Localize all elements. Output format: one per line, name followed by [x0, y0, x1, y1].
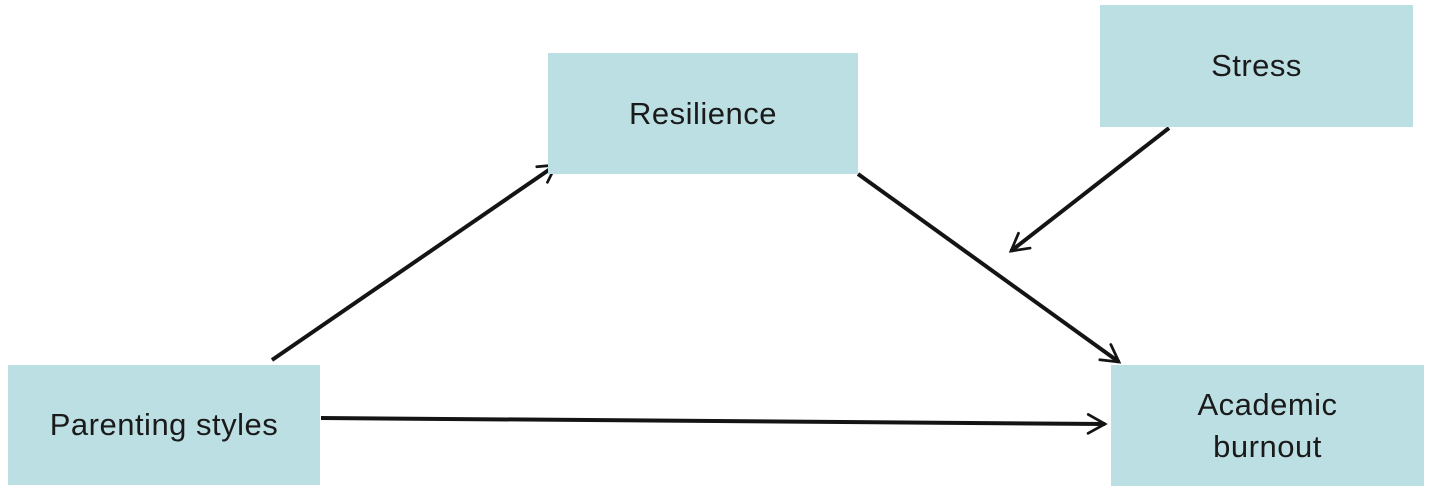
arrow-stress-to-mediation-path — [1008, 126, 1171, 253]
arrow-parenting-to-resilience — [270, 163, 559, 362]
arrow-parenting-to-burnout — [320, 413, 1108, 435]
arrow-resilience-to-burnout — [856, 172, 1122, 364]
node-academic-burnout: Academic burnout — [1111, 365, 1424, 486]
node-parenting-styles: Parenting styles — [8, 365, 320, 485]
node-parenting-styles-label: Parenting styles — [49, 407, 279, 442]
node-resilience: Resilience — [548, 53, 858, 174]
node-stress: Stress — [1100, 5, 1413, 127]
node-academic-burnout-label: Academic burnout — [1197, 386, 1338, 464]
node-stress-label: Stress — [1211, 48, 1302, 83]
node-resilience-label: Resilience — [628, 95, 777, 131]
